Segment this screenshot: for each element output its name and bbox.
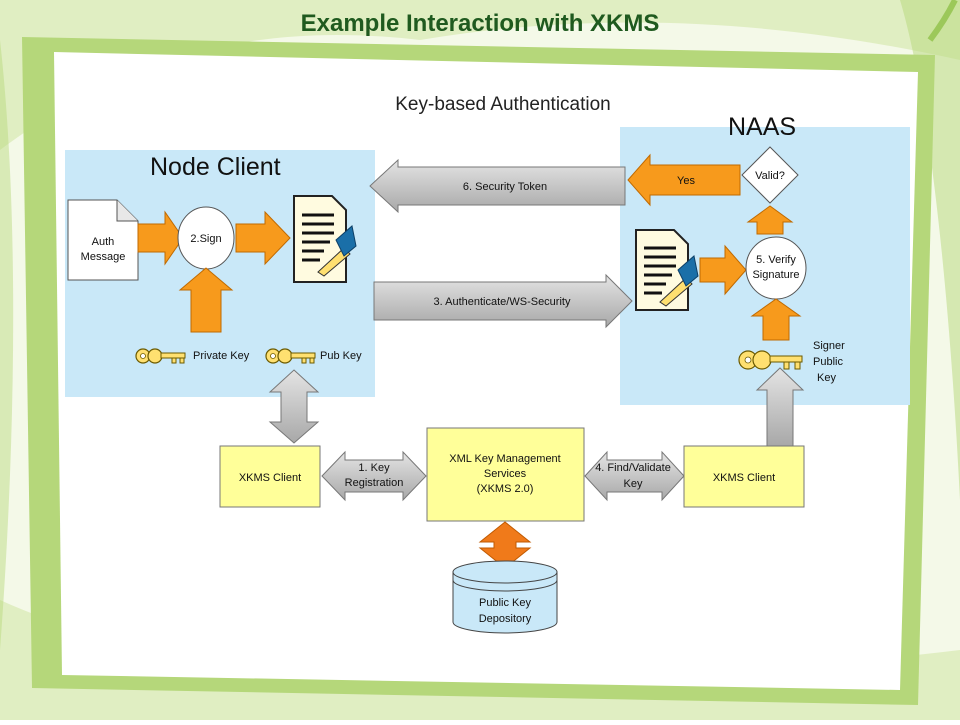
verify-label-1: 5. Verify [756,254,796,266]
orange-arrow-to-verify [699,244,747,296]
signed-document-icon [293,195,357,283]
find-validate-label-2: Key [624,478,643,490]
key-registration-arrow: 1. Key Registration [321,450,427,502]
xkms-service-label-1: XML Key Management [449,453,560,465]
orange-arrow-verify-to-valid [746,205,794,235]
subtitle: Key-based Authentication [395,94,611,115]
private-key-icon [135,348,186,364]
auth-message-label-2: Message [81,251,126,263]
xkms-client-right-label: XKMS Client [713,472,775,484]
find-validate-key-arrow: 4. Find/Validate Key [584,450,685,502]
pub-key-label: Pub Key [320,350,362,362]
private-key-label: Private Key [193,350,250,362]
naas-heading: NAAS [728,113,796,141]
yes-label: Yes [677,175,695,187]
depository-label-2: Depository [479,613,532,625]
xkms-client-right-box: XKMS Client [683,445,805,508]
sign-step-circle: 2.Sign [177,206,235,270]
signer-label-1: Signer [813,340,845,352]
sign-step-label: 2.Sign [190,233,221,245]
xkms-service-label-3: (XKMS 2.0) [477,483,534,495]
orange-arrow-to-sign [137,210,184,266]
authenticate-arrow: 3. Authenticate/WS-Security [373,273,633,329]
verify-label-2: Signature [752,269,799,281]
key-registration-label-2: Registration [345,477,404,489]
node-client-heading: Node Client [150,153,281,181]
find-validate-label-1: 4. Find/Validate [595,462,671,474]
orange-arrow-to-signed-doc [235,210,291,266]
gray-arrow-xkms-to-signer-key [755,367,805,447]
authenticate-label: 3. Authenticate/WS-Security [434,296,571,308]
public-key-depository-cylinder: Public Key Depository [452,560,558,634]
valid-decision-diamond: Valid? [741,146,799,204]
slide-title: Example Interaction with XKMS [300,10,660,37]
gray-double-arrow-node-to-xkms [268,369,320,444]
xkms-service-box: XML Key Management Services (XKMS 2.0) [426,427,585,522]
orange-arrow-private-key-up [178,267,234,333]
orange-arrow-signer-key-up [750,298,802,341]
xkms-client-left-label: XKMS Client [239,472,301,484]
security-token-arrow: 6. Security Token [369,158,626,214]
naas-signed-document-icon [635,229,699,311]
auth-message-label-1: Auth [92,236,115,248]
yes-arrow: Yes [627,153,741,207]
security-token-label: 6. Security Token [463,181,547,193]
signer-label-3: Key [817,372,836,384]
depository-label-1: Public Key [479,597,531,609]
verify-signature-circle: 5. Verify Signature [745,236,807,300]
xkms-service-label-2: Services [484,468,527,480]
valid-label: Valid? [755,170,785,182]
key-registration-label-1: 1. Key [358,462,390,474]
signer-label-2: Public [813,356,843,368]
signer-public-key-icon [738,350,803,370]
pub-key-icon [265,348,316,364]
xkms-client-left-box: XKMS Client [219,445,321,508]
auth-message-document: Auth Message [67,199,139,281]
